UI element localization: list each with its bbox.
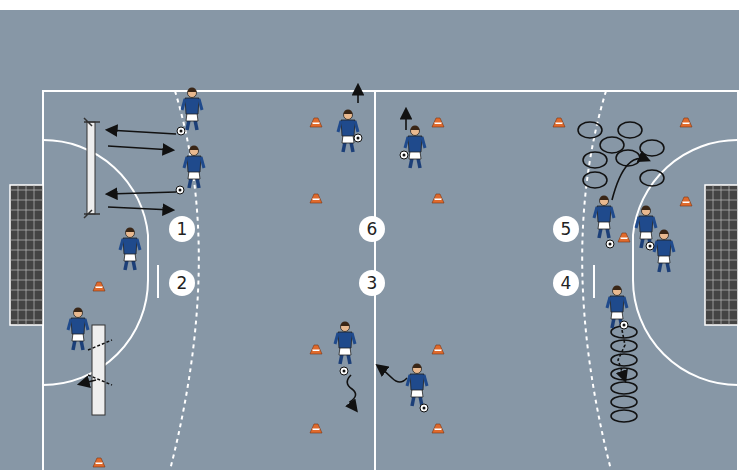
callout-circle: 4 — [553, 270, 579, 296]
callout-circle: 1 — [169, 216, 195, 242]
callout-circle: 6 — [359, 216, 385, 242]
callout-number: 4 — [561, 275, 572, 292]
callout-number: 3 — [367, 275, 378, 292]
callout-circle: 2 — [169, 270, 195, 296]
callout-number: 5 — [561, 221, 572, 238]
callout-circle: 5 — [553, 216, 579, 242]
callout-circle: 3 — [359, 270, 385, 296]
callout-number: 1 — [177, 221, 188, 238]
callout-number: 2 — [177, 275, 188, 292]
callout-number: 6 — [367, 221, 378, 238]
